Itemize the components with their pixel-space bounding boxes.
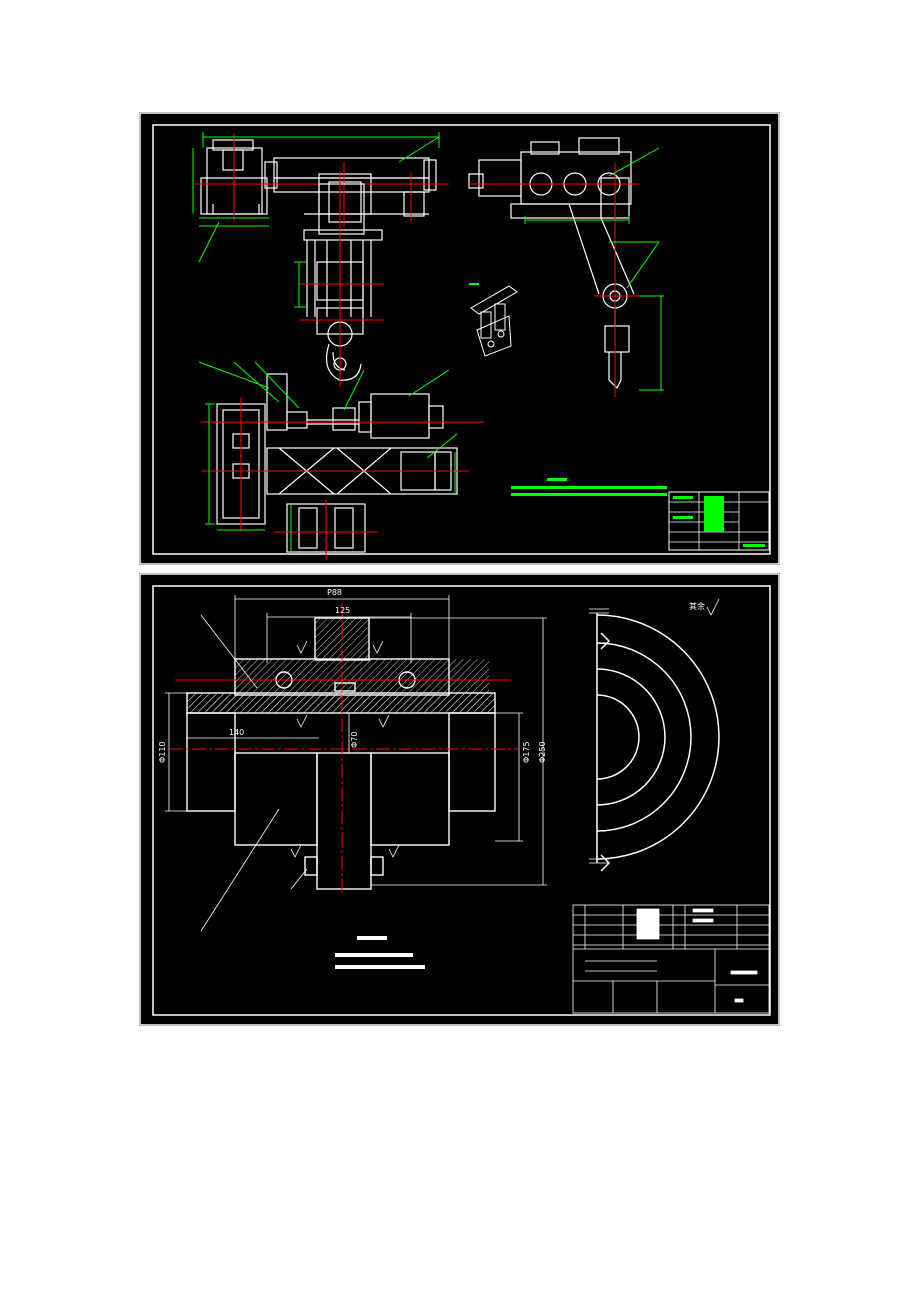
- drawing-sheet-assembly: [139, 112, 780, 565]
- hook-dimensions: [294, 261, 307, 308]
- drawing-sheet-coupling: P88 125 140 Φ110 Φ70 Φ175 Φ250: [139, 573, 780, 1026]
- dim-left-bore: Φ110: [158, 741, 167, 763]
- hoist-dimensions: [524, 147, 664, 391]
- plan-view: [216, 373, 458, 553]
- surface-finish-label: 其余: [689, 601, 705, 611]
- isometric-detail: [470, 285, 518, 357]
- title-block-sheet1: [668, 491, 770, 551]
- coupling-dimension-texts: P88 125 140 Φ110 Φ70 Φ175 Φ250: [158, 588, 547, 763]
- crab-front-view: [200, 139, 437, 223]
- coupling-technical-notes: [335, 936, 425, 969]
- dim-bore-center: Φ70: [350, 732, 359, 748]
- dim-top-overall: P88: [327, 588, 342, 597]
- dim-left-inner: 140: [229, 728, 244, 737]
- roughness-symbols: [290, 640, 400, 858]
- end-view-marks: [589, 598, 720, 864]
- dim-outer-1: Φ175: [522, 741, 531, 763]
- dim-outer-2: Φ250: [538, 741, 547, 763]
- plan-centerlines: [201, 397, 484, 560]
- coupling-drawing: P88 125 140 Φ110 Φ70 Φ175 Φ250: [139, 573, 780, 1026]
- coupling-centerlines: [169, 603, 519, 893]
- hoist-centerlines: [469, 162, 639, 397]
- dim-top-inner: 125: [335, 606, 350, 615]
- assembly-drawing: [139, 112, 780, 565]
- title-block-sheet2: [572, 904, 770, 1014]
- coupling-dimension-lines: [165, 595, 547, 932]
- plan-dimensions: [198, 361, 458, 552]
- crab-front-dimensions: [192, 132, 440, 263]
- coupling-end-view: [596, 613, 720, 872]
- hook-centerlines: [299, 172, 384, 387]
- technical-notes: [511, 478, 667, 496]
